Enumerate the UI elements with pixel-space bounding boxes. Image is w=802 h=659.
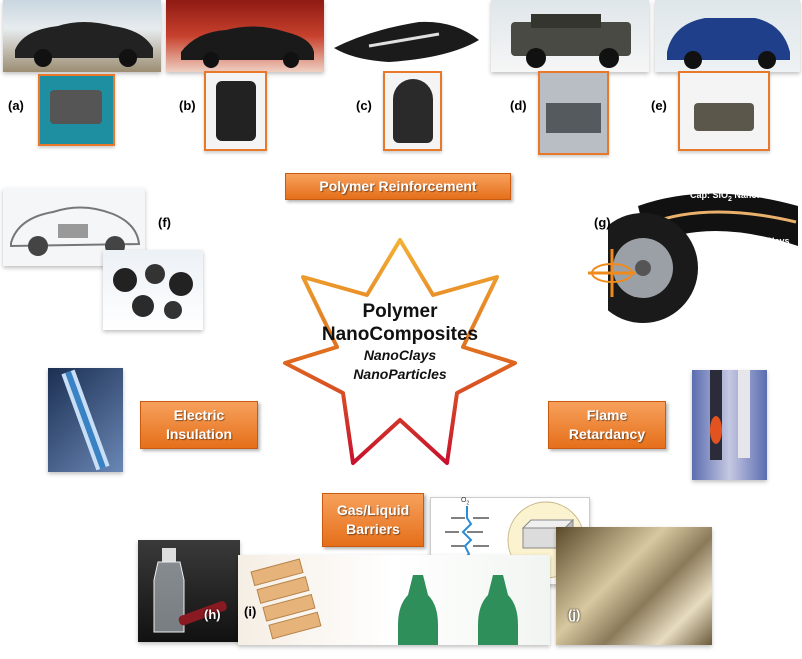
rubber-parts-illustration	[113, 264, 193, 319]
bottle-photo-h	[138, 540, 240, 642]
label-c: (c)	[356, 98, 372, 113]
flame-line1: Flame	[586, 407, 628, 423]
oxygen-o: O	[461, 497, 467, 504]
tire-photo-g	[608, 186, 798, 326]
flame-photo	[692, 370, 767, 480]
flame-rods-illustration	[710, 370, 750, 460]
center-title-line1: Polymer	[362, 301, 438, 322]
center-star-shape	[283, 238, 517, 465]
tire-cap-label: Cap: SiO2 NanoParticles	[690, 190, 794, 203]
label-i: (i)	[244, 604, 257, 619]
rotation-arrows-icon	[584, 245, 640, 306]
polymer-reinforcement-text: Polymer Reinforcement	[319, 178, 477, 194]
crackers-and-bottles-illustration	[250, 558, 518, 645]
inset-part-e	[678, 71, 770, 151]
jetski-silhouette-c	[334, 21, 479, 62]
oxygen-sub: 2	[466, 500, 470, 507]
tire-illustration	[608, 193, 798, 323]
flame-line2: Retardancy	[568, 426, 646, 442]
inset-part-d	[538, 71, 609, 155]
gas-liquid-barriers-box: Gas/Liquid Barriers	[322, 493, 424, 547]
polymer-reinforcement-box: Polymer Reinforcement	[285, 173, 511, 200]
electric-line2: Insulation	[165, 426, 233, 442]
inset-part-a	[38, 74, 115, 146]
label-j: (j)	[568, 607, 581, 622]
tire-cap-prefix: Cap: SiO	[690, 190, 729, 200]
electric-line1: Electric	[173, 407, 225, 423]
label-h: (h)	[204, 607, 221, 622]
car-silhouette-b	[181, 26, 314, 68]
jetski-photo-c	[329, 0, 487, 72]
car-silhouette-a	[15, 22, 153, 67]
suv-photo-e	[655, 0, 800, 72]
tire-cap-sub: 2	[728, 195, 732, 203]
center-sub-line2: NanoParticles	[353, 366, 447, 382]
center-title-line2: NanoComposites	[321, 324, 479, 345]
label-b: (b)	[179, 98, 196, 113]
label-g: (g)	[594, 215, 611, 230]
gas-line2: Barriers	[346, 521, 400, 537]
parts-photo-f	[103, 250, 203, 330]
suv-silhouette-e	[667, 18, 790, 69]
bottle-illustration	[153, 548, 227, 633]
center-sub-line1: NanoClays	[363, 347, 437, 363]
metal-film-photo-j	[556, 527, 712, 645]
tire-cap-suffix: NanoParticles	[731, 190, 795, 200]
inset-part-b	[204, 71, 267, 151]
label-a: (a)	[8, 98, 24, 113]
cable-photo	[48, 368, 123, 472]
inset-part-c	[383, 71, 442, 151]
center-label: Polymer NanoComposites NanoClays NanoPar…	[300, 300, 500, 384]
car-photo-a	[3, 0, 161, 72]
cable-illustration	[61, 369, 110, 471]
gas-line1: Gas/Liquid	[336, 502, 410, 518]
label-d: (d)	[510, 98, 527, 113]
food-bottles-photo-i	[238, 555, 550, 645]
car-photo-b	[166, 0, 324, 72]
truck-photo-d	[491, 0, 649, 72]
oxygen-label: O2	[461, 497, 469, 506]
label-f: (f)	[158, 215, 171, 230]
label-e: (e)	[651, 98, 667, 113]
tire-base-label: Base: NanoClays	[716, 236, 790, 246]
electric-insulation-box: Electric Insulation	[140, 401, 258, 449]
truck-silhouette-d	[511, 14, 631, 68]
flame-retardancy-box: Flame Retardancy	[548, 401, 666, 449]
